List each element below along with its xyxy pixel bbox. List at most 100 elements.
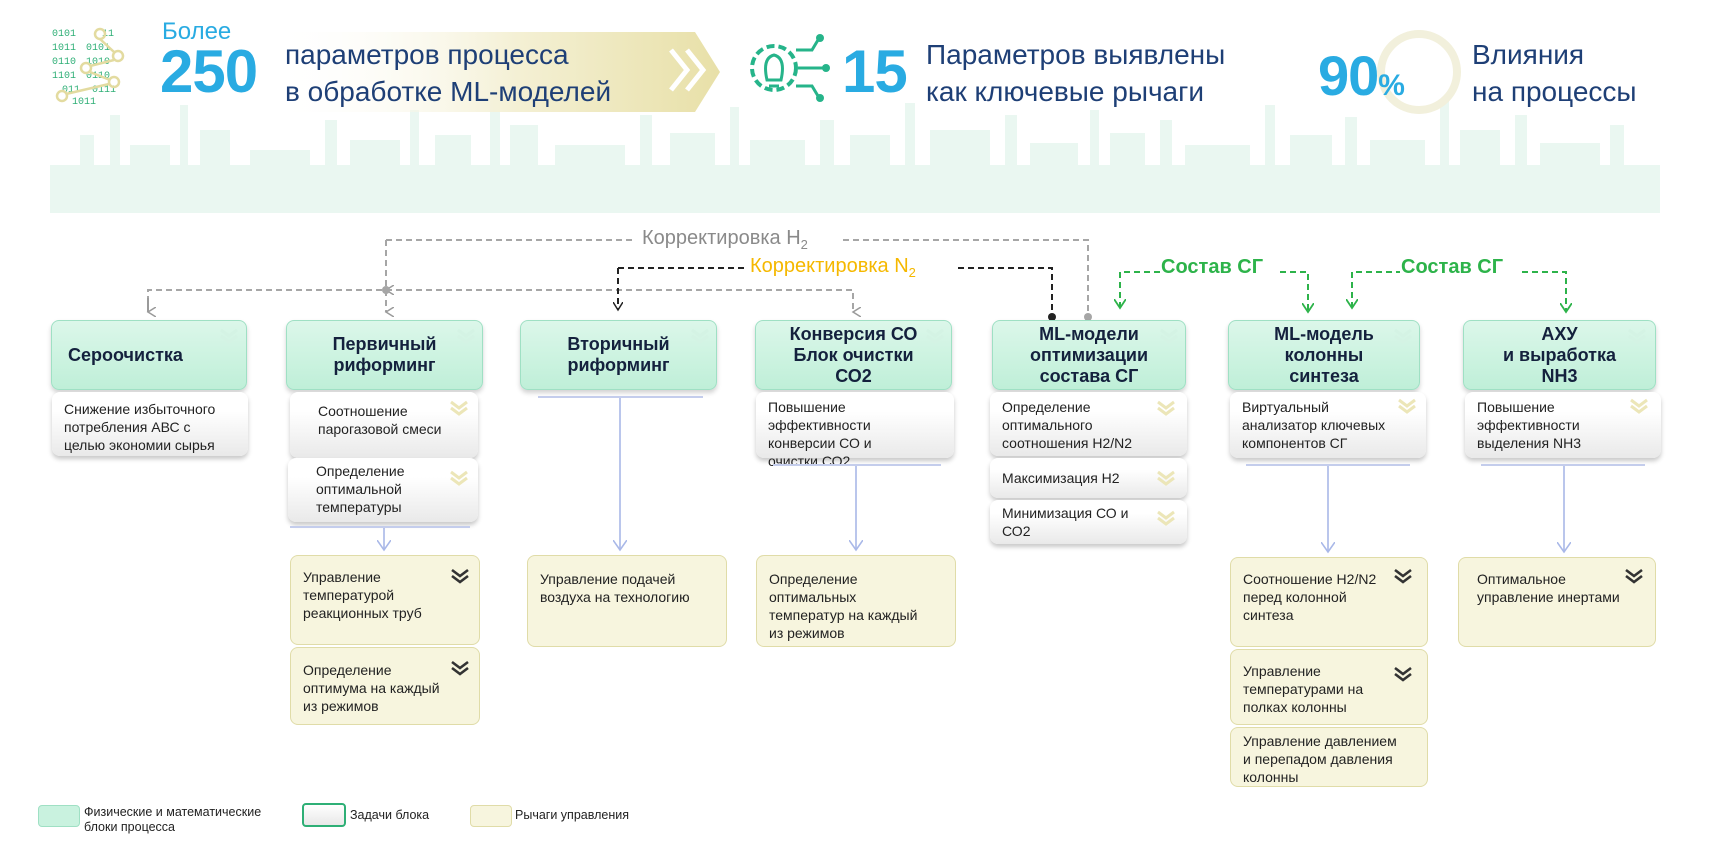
lever-ml-col-1[interactable]: Соотношение H2/N2 перед колонной синтеза xyxy=(1230,557,1428,647)
divider-primary xyxy=(290,526,470,528)
svg-text:0111: 0111 xyxy=(92,85,116,96)
skyline-background xyxy=(50,100,1660,213)
block-primary-title-1: Первичный xyxy=(332,334,437,354)
lever-ml-col-2[interactable]: Управление температурами на полках колон… xyxy=(1230,649,1428,725)
svg-text:1101: 1101 xyxy=(52,71,76,82)
block-ml-col-title-3: синтеза xyxy=(1289,365,1359,386)
legend-swatch-tasks xyxy=(302,803,346,827)
n2-correction-label: Корректировка N2 xyxy=(750,255,916,280)
svg-text:0101: 0101 xyxy=(86,43,110,54)
stat1-text: параметров процесса в обработке ML-модел… xyxy=(285,36,611,110)
chevron-down-icon[interactable] xyxy=(449,568,471,584)
chevron-down-icon[interactable] xyxy=(1392,328,1414,344)
legend-tasks-label: Задачи блока xyxy=(350,808,430,822)
task-primary-1[interactable]: Соотношение парогазовой смеси xyxy=(290,392,478,458)
block-co-title-2: Блок очистки СО2 xyxy=(793,344,914,386)
lever-primary-1[interactable]: Управление температурой реакционных труб xyxy=(290,555,480,645)
lever-text: Управление давлением и перепадом давлени… xyxy=(1243,733,1397,785)
block-desulfurization[interactable]: Сероочистка xyxy=(51,320,247,390)
divider-secondary xyxy=(538,396,703,398)
task-co-1[interactable]: Повышение эффективности конверсии СО и о… xyxy=(756,392,954,469)
block-secondary-title-1: Вторичный xyxy=(567,334,670,354)
task-text: Определение оптимального соотношения H2/… xyxy=(1002,399,1133,451)
chevron-down-icon[interactable] xyxy=(448,470,470,486)
block-ml-sg-title-1: ML-модели xyxy=(1039,323,1139,344)
task-ml-sg-2[interactable]: Максимизация H2 xyxy=(990,458,1187,498)
task-ml-col-1[interactable]: Виртуальный анализатор ключевых компонен… xyxy=(1230,392,1426,458)
chevron-down-icon[interactable] xyxy=(1155,400,1177,416)
block-primary-title-2: риформинг xyxy=(333,355,436,375)
svg-text:0101: 0101 xyxy=(52,29,76,40)
block-ml-sg-title-2: оптимизации xyxy=(1029,344,1149,365)
task-ml-sg-1[interactable]: Определение оптимального соотношения H2/… xyxy=(990,392,1187,456)
lever-text: Управление подачей воздуха на технологию xyxy=(540,571,690,605)
chevron-down-icon[interactable] xyxy=(1392,666,1414,682)
task-text: Определение оптимальной температуры xyxy=(316,463,405,515)
stat2-text-line2: как ключевые рычаги xyxy=(926,76,1204,107)
chevron-down-icon[interactable] xyxy=(1623,568,1645,584)
lever-primary-2[interactable]: Определение оптимума на каждый из режимо… xyxy=(290,647,480,725)
legend-levers-label: Рычаги управления xyxy=(515,808,629,822)
legend-swatch-levers xyxy=(470,805,512,827)
chevron-down-icon[interactable] xyxy=(448,400,470,416)
stat3-value: 90% xyxy=(1318,48,1405,104)
chevron-down-icon[interactable] xyxy=(218,328,240,344)
h2-label-text: Корректировка H xyxy=(642,227,801,249)
block-secondary-title-2: риформинг xyxy=(567,355,670,375)
sg-composition-label-1: Состав СГ xyxy=(1161,256,1264,278)
lever-text: Управление температурой реакционных труб xyxy=(303,569,422,621)
chevron-down-icon[interactable] xyxy=(1396,398,1418,414)
task-primary-2[interactable]: Определение оптимальной температуры xyxy=(288,458,478,522)
stat3-number: 90 xyxy=(1318,44,1379,107)
task-axu-1[interactable]: Повышение эффективности выделения NH3 xyxy=(1465,392,1661,458)
chevron-down-icon[interactable] xyxy=(689,328,711,344)
percent-ring-icon xyxy=(1377,30,1461,114)
task-desulfurization-1[interactable]: Снижение избыточного потребления АВС с ц… xyxy=(52,392,248,456)
chevron-down-icon[interactable] xyxy=(1628,398,1650,414)
stat3-unit: % xyxy=(1378,69,1405,102)
task-text: Повышение эффективности конверсии СО и о… xyxy=(768,399,872,469)
stat2-text: Параметров выявлены как ключевые рычаги xyxy=(926,36,1225,110)
svg-text:1011: 1011 xyxy=(52,43,76,54)
stat2-text-line1: Параметров выявлены xyxy=(926,39,1226,70)
chevron-down-icon[interactable] xyxy=(1158,328,1180,344)
lightbulb-gear-icon xyxy=(750,34,830,102)
legend-swatch-blocks xyxy=(38,805,80,827)
chevron-down-icon[interactable] xyxy=(1155,510,1177,526)
block-axu-title-1: АХУ xyxy=(1541,323,1578,344)
lever-secondary-1[interactable]: Управление подачей воздуха на технологию xyxy=(527,555,727,647)
gradient-banner xyxy=(270,32,720,112)
block-axu-title-2: и выработка NH3 xyxy=(1502,344,1616,386)
svg-text:11: 11 xyxy=(102,29,114,40)
stat1-text-line2: в обработке ML-моделей xyxy=(285,76,612,107)
chevron-down-icon[interactable] xyxy=(1155,470,1177,486)
n2-label-sub: 2 xyxy=(908,265,916,280)
task-ml-sg-3[interactable]: Минимизация СО и СО2 xyxy=(990,500,1187,544)
divider-axu xyxy=(1481,464,1645,466)
chevron-down-icon[interactable] xyxy=(1626,328,1648,344)
svg-text:0110: 0110 xyxy=(52,57,76,68)
lever-ml-col-3[interactable]: Управление давлением и перепадом давлени… xyxy=(1230,727,1428,787)
chevron-down-icon[interactable] xyxy=(1392,568,1414,584)
block-ml-col-title-2: колонны xyxy=(1284,344,1364,365)
chevron-down-icon[interactable] xyxy=(449,660,471,676)
lever-text: Оптимальное управление инертами xyxy=(1477,571,1620,605)
chevron-down-icon[interactable] xyxy=(924,328,946,344)
lever-text: Определение оптимальных температур на ка… xyxy=(769,571,918,641)
block-desulfurization-title: Сероочистка xyxy=(68,344,183,365)
lever-co-1[interactable]: Определение оптимальных температур на ка… xyxy=(756,555,956,647)
stat2-value: 15 xyxy=(842,38,908,105)
chevron-down-icon[interactable] xyxy=(455,328,477,344)
divider-co xyxy=(773,464,941,466)
stat3-text-line1: Влияния xyxy=(1472,39,1585,70)
lever-axu-1[interactable]: Оптимальное управление инертами xyxy=(1458,557,1656,647)
lever-text: Управление температурами на полках колон… xyxy=(1243,663,1364,715)
task-text: Повышение эффективности выделения NH3 xyxy=(1477,399,1581,451)
